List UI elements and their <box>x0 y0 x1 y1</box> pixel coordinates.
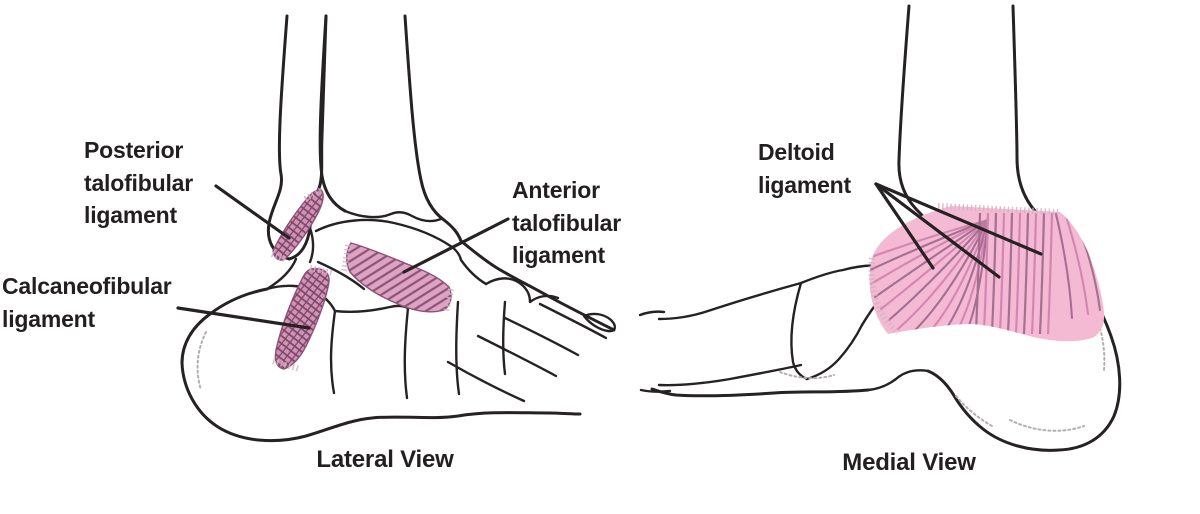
lateral-view-drawing <box>176 14 616 443</box>
cuneiform-stipple <box>779 371 835 380</box>
posterior-talofibular-ligament-shape <box>272 189 324 261</box>
fan-fiber <box>872 218 990 258</box>
vertical-strand <box>1046 212 1054 335</box>
medial-view-drawing <box>638 4 1122 452</box>
calcaneus-medial-outline <box>926 254 1122 452</box>
tarsal-separator-4 <box>501 300 507 376</box>
deltoid-fringe-left <box>868 257 901 336</box>
medial-pointer-lines <box>874 182 1043 279</box>
fan-fiber <box>887 218 990 322</box>
metatarsal-1-bottom <box>657 363 803 387</box>
subtalar-line <box>316 260 366 291</box>
deltoid-pointer-line-2 <box>874 182 1001 279</box>
tarsal-separator-3 <box>455 300 461 396</box>
metatarsal-1-top <box>657 281 803 321</box>
navicular-line <box>459 258 488 286</box>
talus-posterior-line <box>308 226 315 264</box>
calcaneus-foot-outline <box>180 287 582 443</box>
vertical-strand <box>1030 212 1038 335</box>
posterior-talofibular-label: Posterior talofibular ligament <box>84 137 193 229</box>
fan-fiber <box>896 218 990 331</box>
tibia-anterior-edge <box>318 14 347 213</box>
heel-bottom-stipple <box>1009 419 1085 432</box>
metatarsal-3 <box>446 360 526 403</box>
deltoid-pointer-line-1 <box>874 182 935 270</box>
anterior-talofibular-label: Anterior talofibular ligament <box>512 177 621 269</box>
vertical-strand <box>982 212 990 331</box>
vertical-strand <box>1038 212 1046 335</box>
ptfl-fringe-bottom <box>270 251 289 263</box>
calcaneofibular-label: Calcaneofibular ligament <box>2 273 172 332</box>
deltoid-ligament-label: Deltoid ligament <box>758 139 851 198</box>
diagonal-strand <box>1054 212 1074 320</box>
vertical-strand <box>974 212 982 331</box>
lateral-pointer-lines <box>176 184 510 330</box>
medial-midfoot-bottom-line <box>650 387 870 398</box>
cfl-fringe-bottom <box>272 358 301 372</box>
ptfl-fringe-top <box>303 186 325 202</box>
toe-tip-line-upper <box>638 310 666 317</box>
cuneiform-left-edge <box>790 281 809 381</box>
metatarsal-2-lower <box>476 334 558 378</box>
tibia-posterior-edge <box>403 14 463 243</box>
diagonal-strand <box>1064 214 1090 316</box>
dorsal-foot-line <box>459 239 616 332</box>
tarsal-separator-1 <box>329 309 337 395</box>
talus-dome <box>314 218 463 262</box>
atfl-fringe-left <box>341 244 351 274</box>
lateral-view-caption: Lateral View <box>316 446 454 473</box>
toe-tip-line-lower <box>639 388 672 393</box>
vertical-strand <box>1022 212 1030 335</box>
cuboid-top-line <box>333 304 410 313</box>
vertical-strand <box>1006 212 1014 334</box>
posterior-talofibular-pointer-line <box>214 184 291 240</box>
calcaneus-cuboid-boundary <box>866 369 930 392</box>
deltoid-pointer-line-3 <box>874 182 1043 256</box>
lateral-bones <box>180 14 616 443</box>
metatarsal-1-upper <box>538 302 608 340</box>
metatarsal-2-upper <box>503 316 580 357</box>
vertical-strand <box>998 212 1006 333</box>
tibial-plafond-line <box>343 209 443 223</box>
cuneiform-navicular-bottom <box>805 323 864 381</box>
calcaneofibular-ligament-shape <box>274 267 330 370</box>
anterior-talofibular-pointer-line <box>402 217 510 274</box>
anterior-talofibular-ligament-shape <box>346 242 452 313</box>
vertical-strand <box>1014 212 1022 334</box>
metatarsal-base-bumps <box>484 277 560 304</box>
phalanx-overlap-loop <box>582 312 616 333</box>
tarsal-separator-2 <box>403 306 410 400</box>
heel-stipple <box>196 331 207 391</box>
malleolus-heel-link <box>265 257 298 291</box>
lateral-ligaments <box>270 186 454 372</box>
calcaneofibular-pointer-line <box>176 306 311 330</box>
medial-view-caption: Medial View <box>842 449 976 476</box>
